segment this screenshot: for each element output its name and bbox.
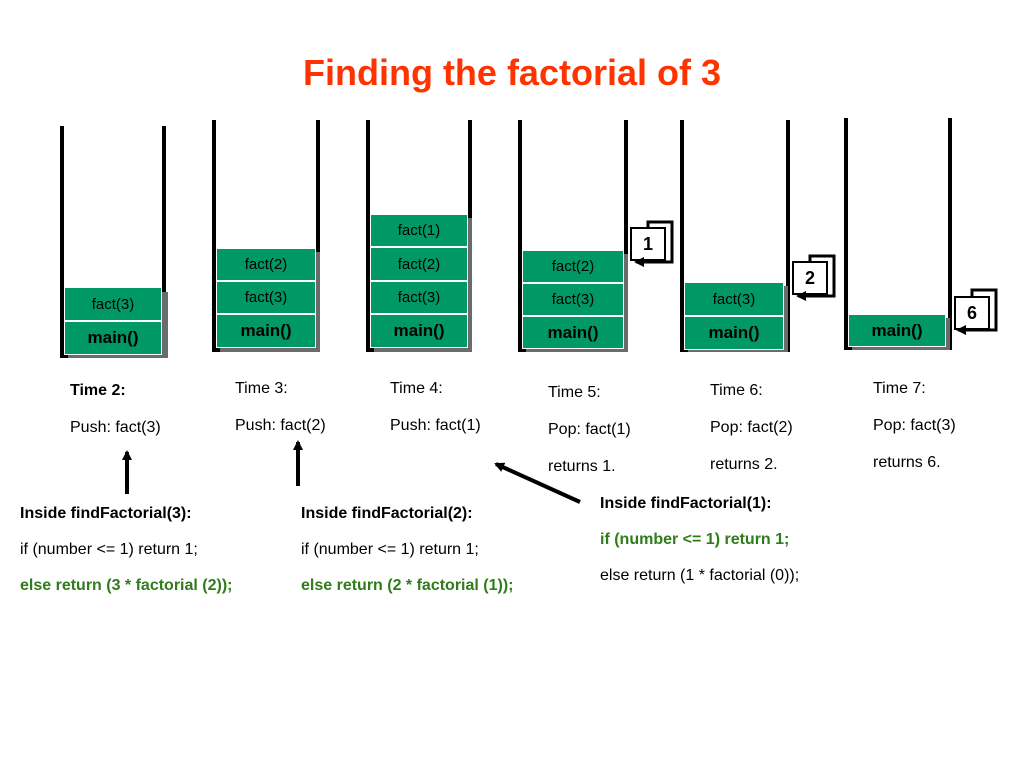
stack-frame: fact(3): [522, 283, 624, 316]
slide-title: Finding the factorial of 3: [302, 52, 721, 93]
time-label: Time 4: Push: fact(1): [390, 370, 481, 444]
stack-frame: fact(3): [370, 281, 468, 314]
stack-wall-left: [366, 120, 370, 352]
time-label-action: Push: fact(2): [235, 417, 326, 434]
time-label-title: Time 2:: [70, 382, 126, 399]
time-label-result: returns 2.: [710, 456, 778, 473]
return-arrow: [956, 288, 998, 335]
code-heading: Inside findFactorial(1):: [600, 495, 772, 512]
stack-wall-left: [680, 120, 684, 352]
code-block: Inside findFactorial(2): if (number <= 1…: [301, 496, 514, 604]
time-label-title: Time 6:: [710, 382, 763, 399]
code-line: if (number <= 1) return 1;: [20, 541, 198, 558]
code-heading: Inside findFactorial(3):: [20, 505, 192, 522]
stack-wall-left: [60, 126, 64, 358]
return-value-box: 6: [954, 296, 990, 330]
time-label: Time 2: Push: fact(3): [70, 372, 161, 446]
stack-wall-right: [162, 126, 166, 358]
stack-wall-right: [786, 120, 790, 352]
stack-frame: main(): [64, 321, 162, 355]
stack-frame: fact(3): [64, 287, 162, 321]
stack-frame: fact(3): [216, 281, 316, 314]
diagonal-arrow: [494, 462, 581, 504]
code-line: if (number <= 1) return 1;: [301, 541, 479, 558]
stack-frame: fact(2): [370, 247, 468, 281]
time-label-title: Time 7:: [873, 380, 926, 397]
code-line-highlight: else return (3 * factorial (2));: [20, 577, 233, 594]
return-value-box: 2: [792, 261, 828, 295]
stack-wall-left: [212, 120, 216, 352]
time-label: Time 6: Pop: fact(2) returns 2.: [710, 372, 793, 483]
stack-wall-right: [948, 118, 952, 350]
time-label: Time 7: Pop: fact(3) returns 6.: [873, 370, 956, 481]
stack-frame: main(): [216, 314, 316, 348]
stack-frame: main(): [522, 316, 624, 349]
return-arrow: [634, 220, 674, 267]
time-label-title: Time 4:: [390, 380, 443, 397]
code-line-highlight: if (number <= 1) return 1;: [600, 531, 790, 548]
time-label-result: returns 6.: [873, 454, 941, 471]
time-label-title: Time 5:: [548, 384, 601, 401]
time-label-action: Pop: fact(1): [548, 421, 631, 438]
stack-wall-right: [624, 120, 628, 352]
stack-frame: fact(2): [522, 250, 624, 283]
time-label: Time 5: Pop: fact(1) returns 1.: [548, 374, 631, 485]
code-block: Inside findFactorial(1): if (number <= 1…: [600, 486, 799, 594]
stack-wall-left: [518, 120, 522, 352]
stack-frame: main(): [370, 314, 468, 348]
time-label-title: Time 3:: [235, 380, 288, 397]
stack-frame: main(): [848, 314, 946, 347]
time-label-action: Push: fact(1): [390, 417, 481, 434]
return-value-box: 1: [630, 227, 666, 261]
time-label: Time 3: Push: fact(2): [235, 370, 326, 444]
time-label-action: Pop: fact(3): [873, 417, 956, 434]
time-label-result: returns 1.: [548, 458, 616, 475]
code-block: Inside findFactorial(3): if (number <= 1…: [20, 496, 233, 604]
stack-wall-left: [844, 118, 848, 350]
stack-frame: fact(2): [216, 248, 316, 281]
code-heading: Inside findFactorial(2):: [301, 505, 473, 522]
stack-wall-right: [316, 120, 320, 352]
code-line-highlight: else return (2 * factorial (1));: [301, 577, 514, 594]
code-line: else return (1 * factorial (0));: [600, 567, 800, 584]
stack-frame: fact(1): [370, 214, 468, 247]
stack-frame: main(): [684, 316, 784, 350]
return-arrow: [796, 254, 836, 301]
stack-frame: fact(3): [684, 282, 784, 316]
time-label-action: Pop: fact(2): [710, 419, 793, 436]
time-label-action: Push: fact(3): [70, 419, 161, 436]
